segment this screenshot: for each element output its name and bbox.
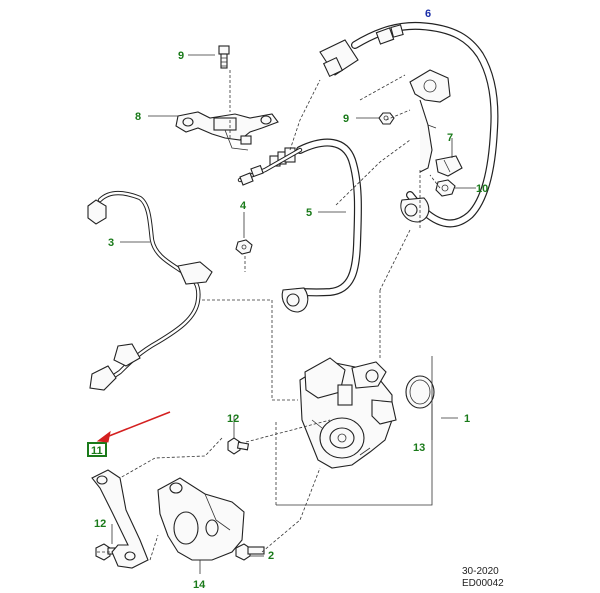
red-pointer-arrow	[96, 411, 171, 443]
bolt-4	[235, 239, 253, 255]
bolt-2	[235, 543, 265, 561]
bolt-12-upper	[227, 437, 250, 455]
callout-9-upper: 9	[178, 50, 184, 62]
figure-ref-line-2: ED00042	[462, 578, 504, 589]
callout-3: 3	[108, 237, 114, 249]
callout-9-right: 9	[343, 113, 349, 125]
fuel-hose-6	[319, 21, 499, 228]
fuel-hose-5	[269, 138, 362, 313]
bracket-14	[157, 477, 245, 561]
callout-14: 14	[193, 579, 206, 591]
mount-bracket-right	[409, 69, 451, 173]
fuel-pump-1	[299, 357, 435, 469]
callout-12-lower: 12	[94, 518, 106, 530]
fuel-pipe-upper	[237, 147, 303, 186]
bracket-11	[91, 469, 149, 569]
bolt-9-right	[378, 112, 395, 125]
callout-11: 11	[91, 445, 103, 457]
callout-12-upper: 12	[227, 413, 239, 425]
figure-ref-line-1: 30-2020	[462, 566, 499, 577]
bolt-9-upper	[218, 45, 230, 69]
callout-4: 4	[240, 200, 247, 212]
injector-pipe-3	[87, 190, 213, 391]
callout-6: 6	[425, 8, 431, 20]
leader-lines	[96, 54, 476, 574]
callout-5: 5	[306, 207, 312, 219]
fitting-10	[435, 179, 456, 197]
callout-2: 2	[268, 550, 274, 562]
highlight-box-11	[87, 442, 107, 457]
callout-13: 13	[413, 442, 425, 454]
callout-10: 10	[476, 183, 488, 195]
callout-8: 8	[135, 111, 141, 123]
callout-1: 1	[464, 413, 470, 425]
clip-7	[435, 155, 463, 177]
callout-7: 7	[447, 132, 453, 144]
bracket-8	[175, 111, 279, 151]
